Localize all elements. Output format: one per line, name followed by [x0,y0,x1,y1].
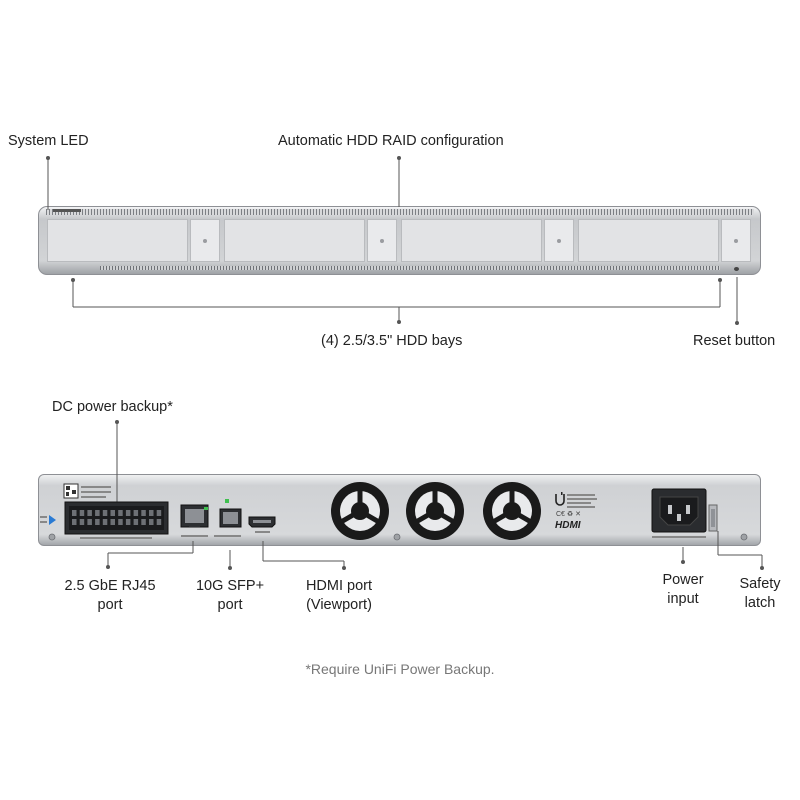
fan-2-icon [406,482,464,540]
hdmi-label: HDMI port (Viewport) [294,577,384,615]
hdd-bay-3[interactable] [401,219,574,262]
bay-latch[interactable] [190,219,220,262]
power-inlet [651,488,707,538]
fan-1-icon [331,482,389,540]
bay-door [47,219,188,262]
sfp-port [214,499,242,537]
dc-backup-connector [64,501,169,535]
hdd-bays-label: (4) 2.5/3.5" HDD bays [321,333,463,349]
hdmi-label-line1: HDMI port [305,578,373,594]
rj45-label: 2.5 GbE RJ45 port [58,577,162,615]
sfp-label-line1: 10G SFP+ [195,578,265,594]
system-led-label: System LED [8,133,89,149]
bay-door [578,219,719,262]
rj45-port [180,504,209,537]
hdmi-port [248,516,276,533]
dc-backup-label: DC power backup* [52,399,173,415]
latch-dot-icon [557,239,561,243]
rj45-label-line1: 2.5 GbE RJ45 [64,578,156,594]
safety-latch-label: Safety latch [731,575,789,613]
reset-button-label: Reset button [693,333,776,349]
hdd-bay-4[interactable] [578,219,751,262]
raid-label: Automatic HDD RAID configuration [278,133,504,149]
latch-label-line1: Safety [739,576,781,592]
safety-latch [708,504,718,532]
power-label-line1: Power [662,572,704,588]
latch-dot-icon [203,239,207,243]
hdmi-logo-icon: HDMI [555,520,581,531]
front-top-strip [46,209,754,215]
hdmi-label-line2: (Viewport) [306,597,372,613]
front-model-badge [53,209,81,212]
rj45-label-line2: port [97,597,123,613]
fan-3-icon [483,482,541,540]
leader-lines [47,158,763,568]
sfp-label: 10G SFP+ port [190,577,270,615]
cooling-fans [331,482,541,540]
bay-latch[interactable] [721,219,751,262]
latch-label-line2: latch [744,595,776,611]
sfp-label-line2: port [217,597,243,613]
bay-latch[interactable] [367,219,397,262]
latch-dot-icon [380,239,384,243]
ce-mark-icon: C€ ♻ ✕ [556,511,581,518]
ubiquiti-logo-icon [555,492,565,506]
bay-latch[interactable] [544,219,574,262]
front-bottom-strip [100,266,720,270]
hdd-bay-2[interactable] [224,219,397,262]
hdd-bay-1[interactable] [47,219,220,262]
bay-door [401,219,542,262]
power-input-label: Power input [652,571,714,609]
latch-dot-icon [734,239,738,243]
bay-door [224,219,365,262]
power-label-line2: input [667,591,699,607]
reset-button-hole[interactable] [734,267,739,271]
footnote: *Require UniFi Power Backup. [305,661,495,677]
